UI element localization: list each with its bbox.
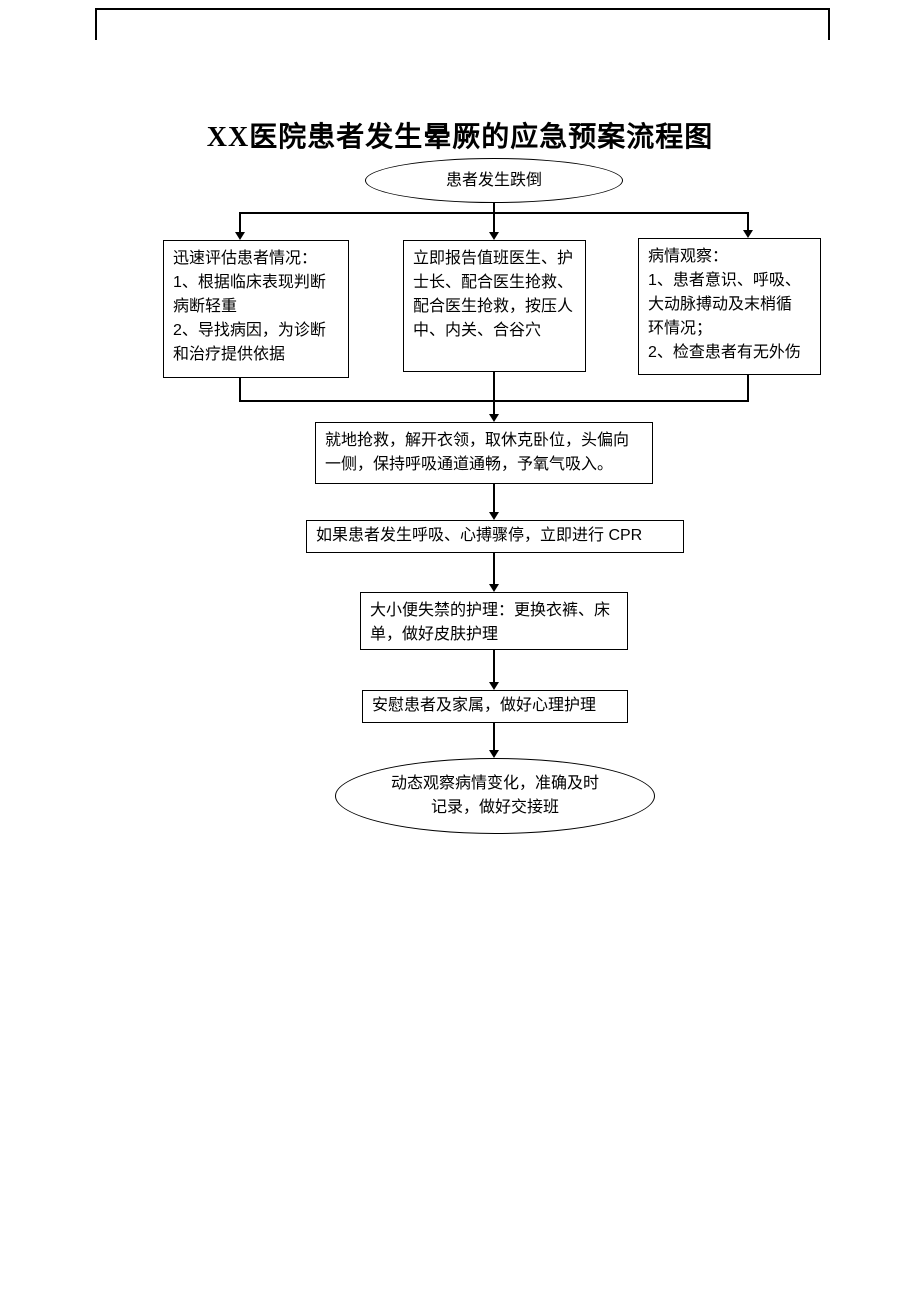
connector-line xyxy=(747,375,749,402)
flow-node-observe-label: 病情观察： 1、患者意识、呼吸、 大动脉搏动及末梢循 环情况； 2、检查患者有无… xyxy=(648,248,801,361)
flow-node-rescue: 就地抢救，解开衣领，取休克卧位，头偏向 一侧，保持呼吸通道通畅，予氧气吸入。 xyxy=(315,422,653,484)
page-border-left xyxy=(95,8,97,40)
flow-node-end: 动态观察病情变化，准确及时 记录，做好交接班 xyxy=(335,758,655,834)
flow-node-report: 立即报告值班医生、护 士长、配合医生抢救、 配合医生抢救，按压人 中、内关、合谷… xyxy=(403,240,586,372)
flow-node-start: 患者发生跌倒 xyxy=(365,158,623,203)
flow-node-incontinence-care: 大小便失禁的护理：更换衣裤、床 单，做好皮肤护理 xyxy=(360,592,628,650)
page-title: XX医院患者发生晕厥的应急预案流程图 xyxy=(206,122,714,153)
connector-line xyxy=(747,212,749,232)
flow-node-assess: 迅速评估患者情况： 1、根据临床表现判断 病断轻重 2、导找病因，为诊断 和治疗… xyxy=(163,240,349,378)
connector-line xyxy=(493,484,495,513)
arrow-down-icon xyxy=(489,682,499,690)
arrow-down-icon xyxy=(489,512,499,520)
connector-line xyxy=(493,212,495,232)
arrow-down-icon xyxy=(743,230,753,238)
flow-node-incontinence-care-label: 大小便失禁的护理：更换衣裤、床 单，做好皮肤护理 xyxy=(370,602,611,643)
flow-node-cpr-label: 如果患者发生呼吸、心搏骤停，立即进行 CPR xyxy=(316,527,643,544)
flow-node-report-label: 立即报告值班医生、护 士长、配合医生抢救、 配合医生抢救，按压人 中、内关、合谷… xyxy=(413,250,574,339)
flow-node-end-label: 动态观察病情变化，准确及时 记录，做好交接班 xyxy=(390,775,599,816)
flow-node-rescue-label: 就地抢救，解开衣领，取休克卧位，头偏向 一侧，保持呼吸通道通畅，予氧气吸入。 xyxy=(325,432,630,473)
flow-node-cpr: 如果患者发生呼吸、心搏骤停，立即进行 CPR xyxy=(306,520,684,553)
page-border-right xyxy=(828,8,830,40)
flow-node-start-label: 患者发生跌倒 xyxy=(445,171,542,189)
flow-node-comfort: 安慰患者及家属，做好心理护理 xyxy=(362,690,628,723)
flow-node-assess-label: 迅速评估患者情况： 1、根据临床表现判断 病断轻重 2、导找病因，为诊断 和治疗… xyxy=(173,250,326,363)
arrow-down-icon xyxy=(235,232,245,240)
connector-line xyxy=(493,203,495,213)
flow-node-comfort-label: 安慰患者及家属，做好心理护理 xyxy=(372,697,597,714)
connector-line xyxy=(239,378,241,402)
connector-line xyxy=(493,723,495,751)
arrow-down-icon xyxy=(489,414,499,422)
arrow-down-icon xyxy=(489,750,499,758)
arrow-down-icon xyxy=(489,232,499,240)
flow-node-observe: 病情观察： 1、患者意识、呼吸、 大动脉搏动及末梢循 环情况； 2、检查患者有无… xyxy=(638,238,821,375)
page-border-top xyxy=(95,8,830,10)
arrow-down-icon xyxy=(489,584,499,592)
connector-line xyxy=(493,553,495,585)
connector-line xyxy=(493,372,495,414)
connector-line xyxy=(239,212,241,232)
connector-line xyxy=(493,650,495,683)
